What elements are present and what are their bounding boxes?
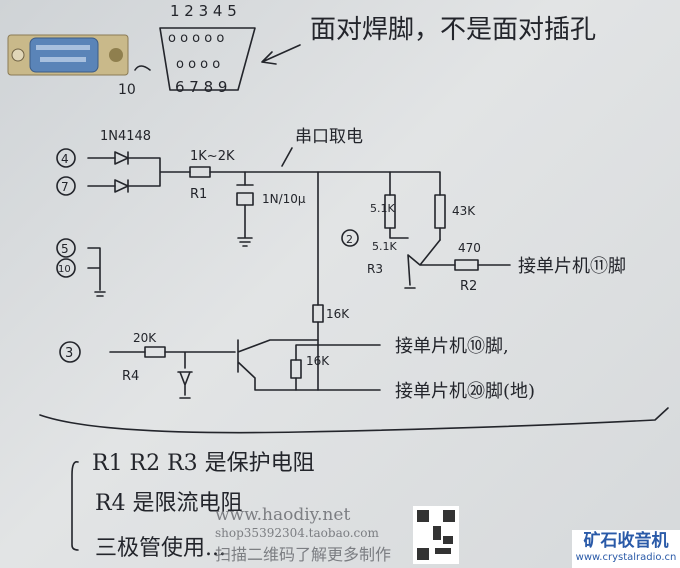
resistor-r1-icon [189, 166, 211, 178]
resistor-16k-icon [312, 304, 324, 323]
pin-3-label: 3 [65, 346, 73, 361]
bottom-pin-numbers: 6 7 8 9 [175, 78, 227, 96]
capacitor-label: 1N/10μ [262, 192, 306, 206]
logo-url: www.crystalradio.cn [575, 552, 677, 563]
pin-10-circle [56, 258, 76, 278]
resistor-43k-label: 43K [452, 204, 476, 218]
output-pin11-label: 接单片机⑪脚 [518, 256, 626, 277]
pin-3-circle [59, 341, 81, 363]
r1-value-label: 1K~2K [190, 149, 235, 164]
watermark-site: www.haodiy.net [215, 505, 351, 525]
pin-4-label: 4 [61, 152, 69, 166]
r2-label: R2 [460, 279, 477, 294]
pin-7-circle [56, 176, 76, 196]
diode-icon [114, 179, 129, 193]
output-pin20-label: 接单片机⑳脚(地) [395, 381, 535, 402]
resistor-51k-label: 5.1K [370, 202, 395, 215]
top-holes: o o o o o [168, 31, 224, 46]
pin-2-label: 2 [346, 233, 353, 246]
pin-10-label: 10 [58, 264, 71, 275]
pin-5-label: 5 [61, 242, 69, 256]
db9-connector-photo [7, 34, 129, 76]
components [56, 148, 479, 379]
resistor-r2-icon [454, 259, 479, 271]
output-pin10-label: 接单片机⑩脚, [395, 336, 509, 357]
crystalradio-logo: 矿石收音机 www.crystalradio.cn [572, 530, 680, 568]
resistor-r4-icon [144, 346, 166, 358]
top-pin-numbers: 1 2 3 4 5 [170, 2, 237, 20]
power-note: 串口取电 [295, 127, 363, 147]
note-transistor: 三极管使用... [95, 536, 226, 561]
resistor-16k-a-label: 16K [326, 307, 350, 321]
pin-4-circle [56, 148, 76, 168]
watermark-shop: shop35392304.taobao.com [215, 526, 379, 540]
labels: 4 7 5 10 2 3 1N4148 1K~2K R1 1N/10μ 串口取电… [58, 127, 626, 561]
capacitor-icon [236, 184, 254, 206]
resistor-43k-icon [434, 194, 446, 229]
r2-value-label: 470 [458, 241, 481, 255]
db9-pinout-drawing: 1 2 3 4 5 o o o o o o o o o 6 7 8 9 10 面… [118, 2, 596, 98]
bottom-holes: o o o o [176, 57, 220, 72]
r1-label: R1 [190, 187, 207, 202]
r3-label: R3 [367, 262, 383, 276]
resistor-51k-b-label: 5.1K [372, 240, 397, 253]
diode-label: 1N4148 [100, 129, 151, 144]
pin-2-circle [341, 229, 359, 247]
diode-icon [114, 151, 129, 165]
r4-label: R4 [122, 369, 139, 384]
r4-value-label: 20K [133, 331, 157, 345]
resistor-51k-icon [384, 194, 396, 229]
logo-title: 矿石收音机 [583, 531, 669, 551]
wires [39, 147, 669, 551]
pin-5-circle [56, 238, 76, 258]
watermark-scan: 扫描二维码了解更多制作 [215, 545, 392, 564]
resistor-16k-icon [290, 359, 302, 379]
note-current-limit: R4 是限流电阻 [95, 491, 243, 516]
note-protection-resistors: R1 R2 R3 是保护电阻 [92, 451, 315, 476]
resistor-16k-b-label: 16K [306, 354, 330, 368]
ground-pin-number: 10 [118, 82, 136, 98]
orientation-note: 面对焊脚，不是面对插孔 [310, 15, 596, 45]
pin-7-label: 7 [61, 180, 69, 194]
qr-code [413, 506, 459, 564]
